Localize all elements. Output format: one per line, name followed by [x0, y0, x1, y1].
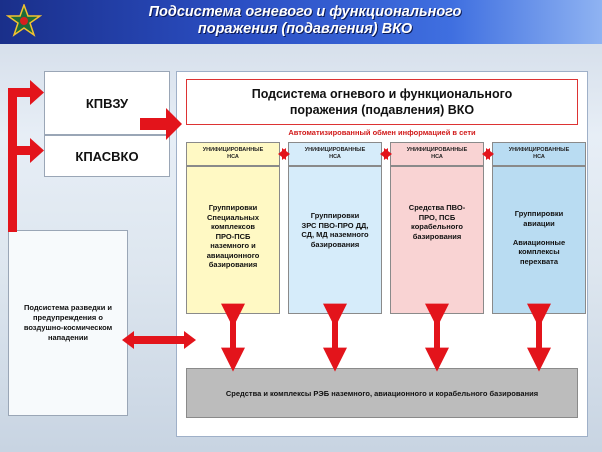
subsystem-title-line1: Подсистема огневого и функционального: [251, 87, 513, 101]
kpvzu-box: КПВЗУ: [44, 71, 170, 135]
kpvzu-label: КПВЗУ: [85, 95, 129, 111]
recon-subsystem-box: Подсистема разведки и предупреждения о в…: [8, 230, 128, 416]
column-3-text: Средства ПВО- ПРО, ПСБ корабельного бази…: [408, 203, 466, 241]
star-emblem-icon: [6, 4, 42, 37]
unified-header-4-line2: НСА: [533, 154, 545, 160]
column-1-text: Группировки Специальных комплексов ПРО-П…: [206, 203, 260, 269]
bracket-to-kpasvko: [8, 146, 32, 155]
unified-header-1-line2: НСА: [227, 154, 239, 160]
recon-subsystem-label: Подсистема разведки и предупреждения о в…: [23, 303, 113, 342]
kpasvko-box: КПАСВКО: [44, 135, 170, 177]
column-zrs-groups: Группировки ЗРС ПВО-ПРО ДД, СД, МД назем…: [288, 166, 382, 314]
column-naval-means: Средства ПВО- ПРО, ПСБ корабельного бази…: [390, 166, 484, 314]
reb-means-label: Средства и комплексы РЭБ наземного, авиа…: [225, 388, 539, 398]
column-special-complexes: Группировки Специальных комплексов ПРО-П…: [186, 166, 280, 314]
arrow-head-kpvzu: [30, 80, 44, 105]
reb-means-box: Средства и комплексы РЭБ наземного, авиа…: [186, 368, 578, 418]
column-4-text: Группировки авиации Авиационные комплекс…: [512, 209, 566, 266]
arrow-head-kpasvko: [30, 138, 44, 163]
page-title: Подсистема огневого и функционального по…: [70, 4, 540, 38]
unified-header-2-line1: УНИФИЦИРОВАННЫЕ: [304, 147, 366, 153]
bracket-vertical-arrow: [8, 88, 17, 232]
column-aviation-groups: Группировки авиации Авиационные комплекс…: [492, 166, 586, 314]
unified-header-4-line1: УНИФИЦИРОВАННЫЕ: [508, 147, 570, 153]
auto-exchange-label: Автоматизированный обмен информацией в с…: [288, 128, 476, 137]
subsystem-title-box: Подсистема огневого и функционального по…: [186, 79, 578, 125]
unified-header-1-line1: УНИФИЦИРОВАННЫЕ: [202, 147, 264, 153]
subsystem-title-line2: поражения (подавления) ВКО: [289, 103, 475, 117]
page-title-line2: поражения (подавления) ВКО: [197, 21, 413, 37]
page-title-line1: Подсистема огневого и функционального: [148, 4, 462, 20]
column-2-text: Группировки ЗРС ПВО-ПРО ДД, СД, МД назем…: [301, 211, 369, 249]
header-bar: [0, 0, 602, 44]
unified-header-2-line2: НСА: [329, 154, 341, 160]
kpasvko-label: КПАСВКО: [75, 148, 139, 164]
unified-header-3-line2: НСА: [431, 154, 443, 160]
unified-header-3-line1: УНИФИЦИРОВАННЫЕ: [406, 147, 468, 153]
bracket-to-kpvzu: [8, 88, 32, 97]
